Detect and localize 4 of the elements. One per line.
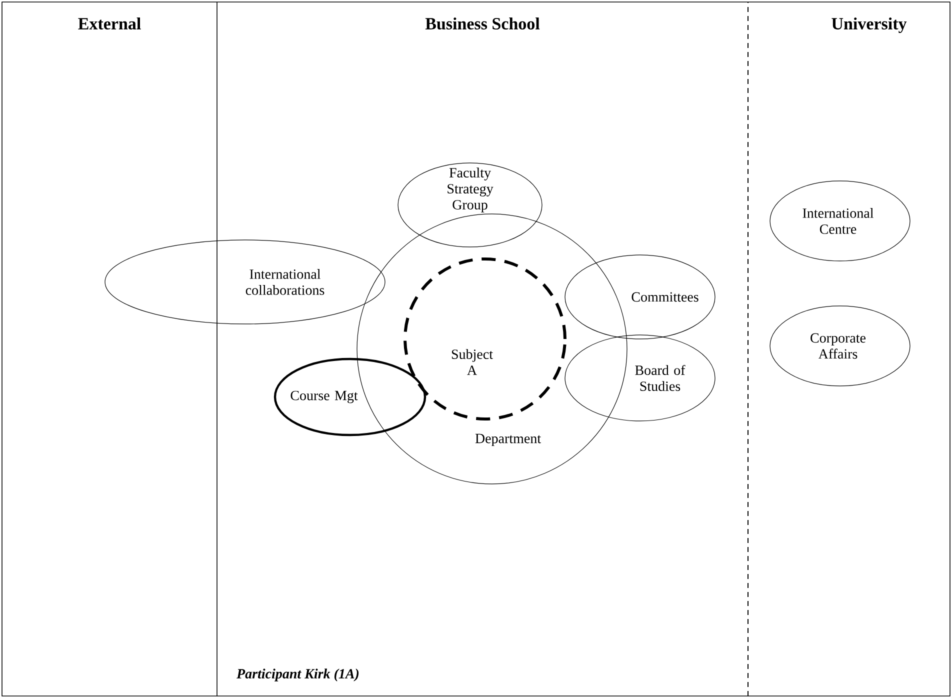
- participant-note: Participant Kirk (1A): [236, 668, 359, 682]
- column: External: [78, 18, 141, 30]
- column: University: [832, 18, 907, 33]
- column: Business School: [425, 18, 540, 30]
